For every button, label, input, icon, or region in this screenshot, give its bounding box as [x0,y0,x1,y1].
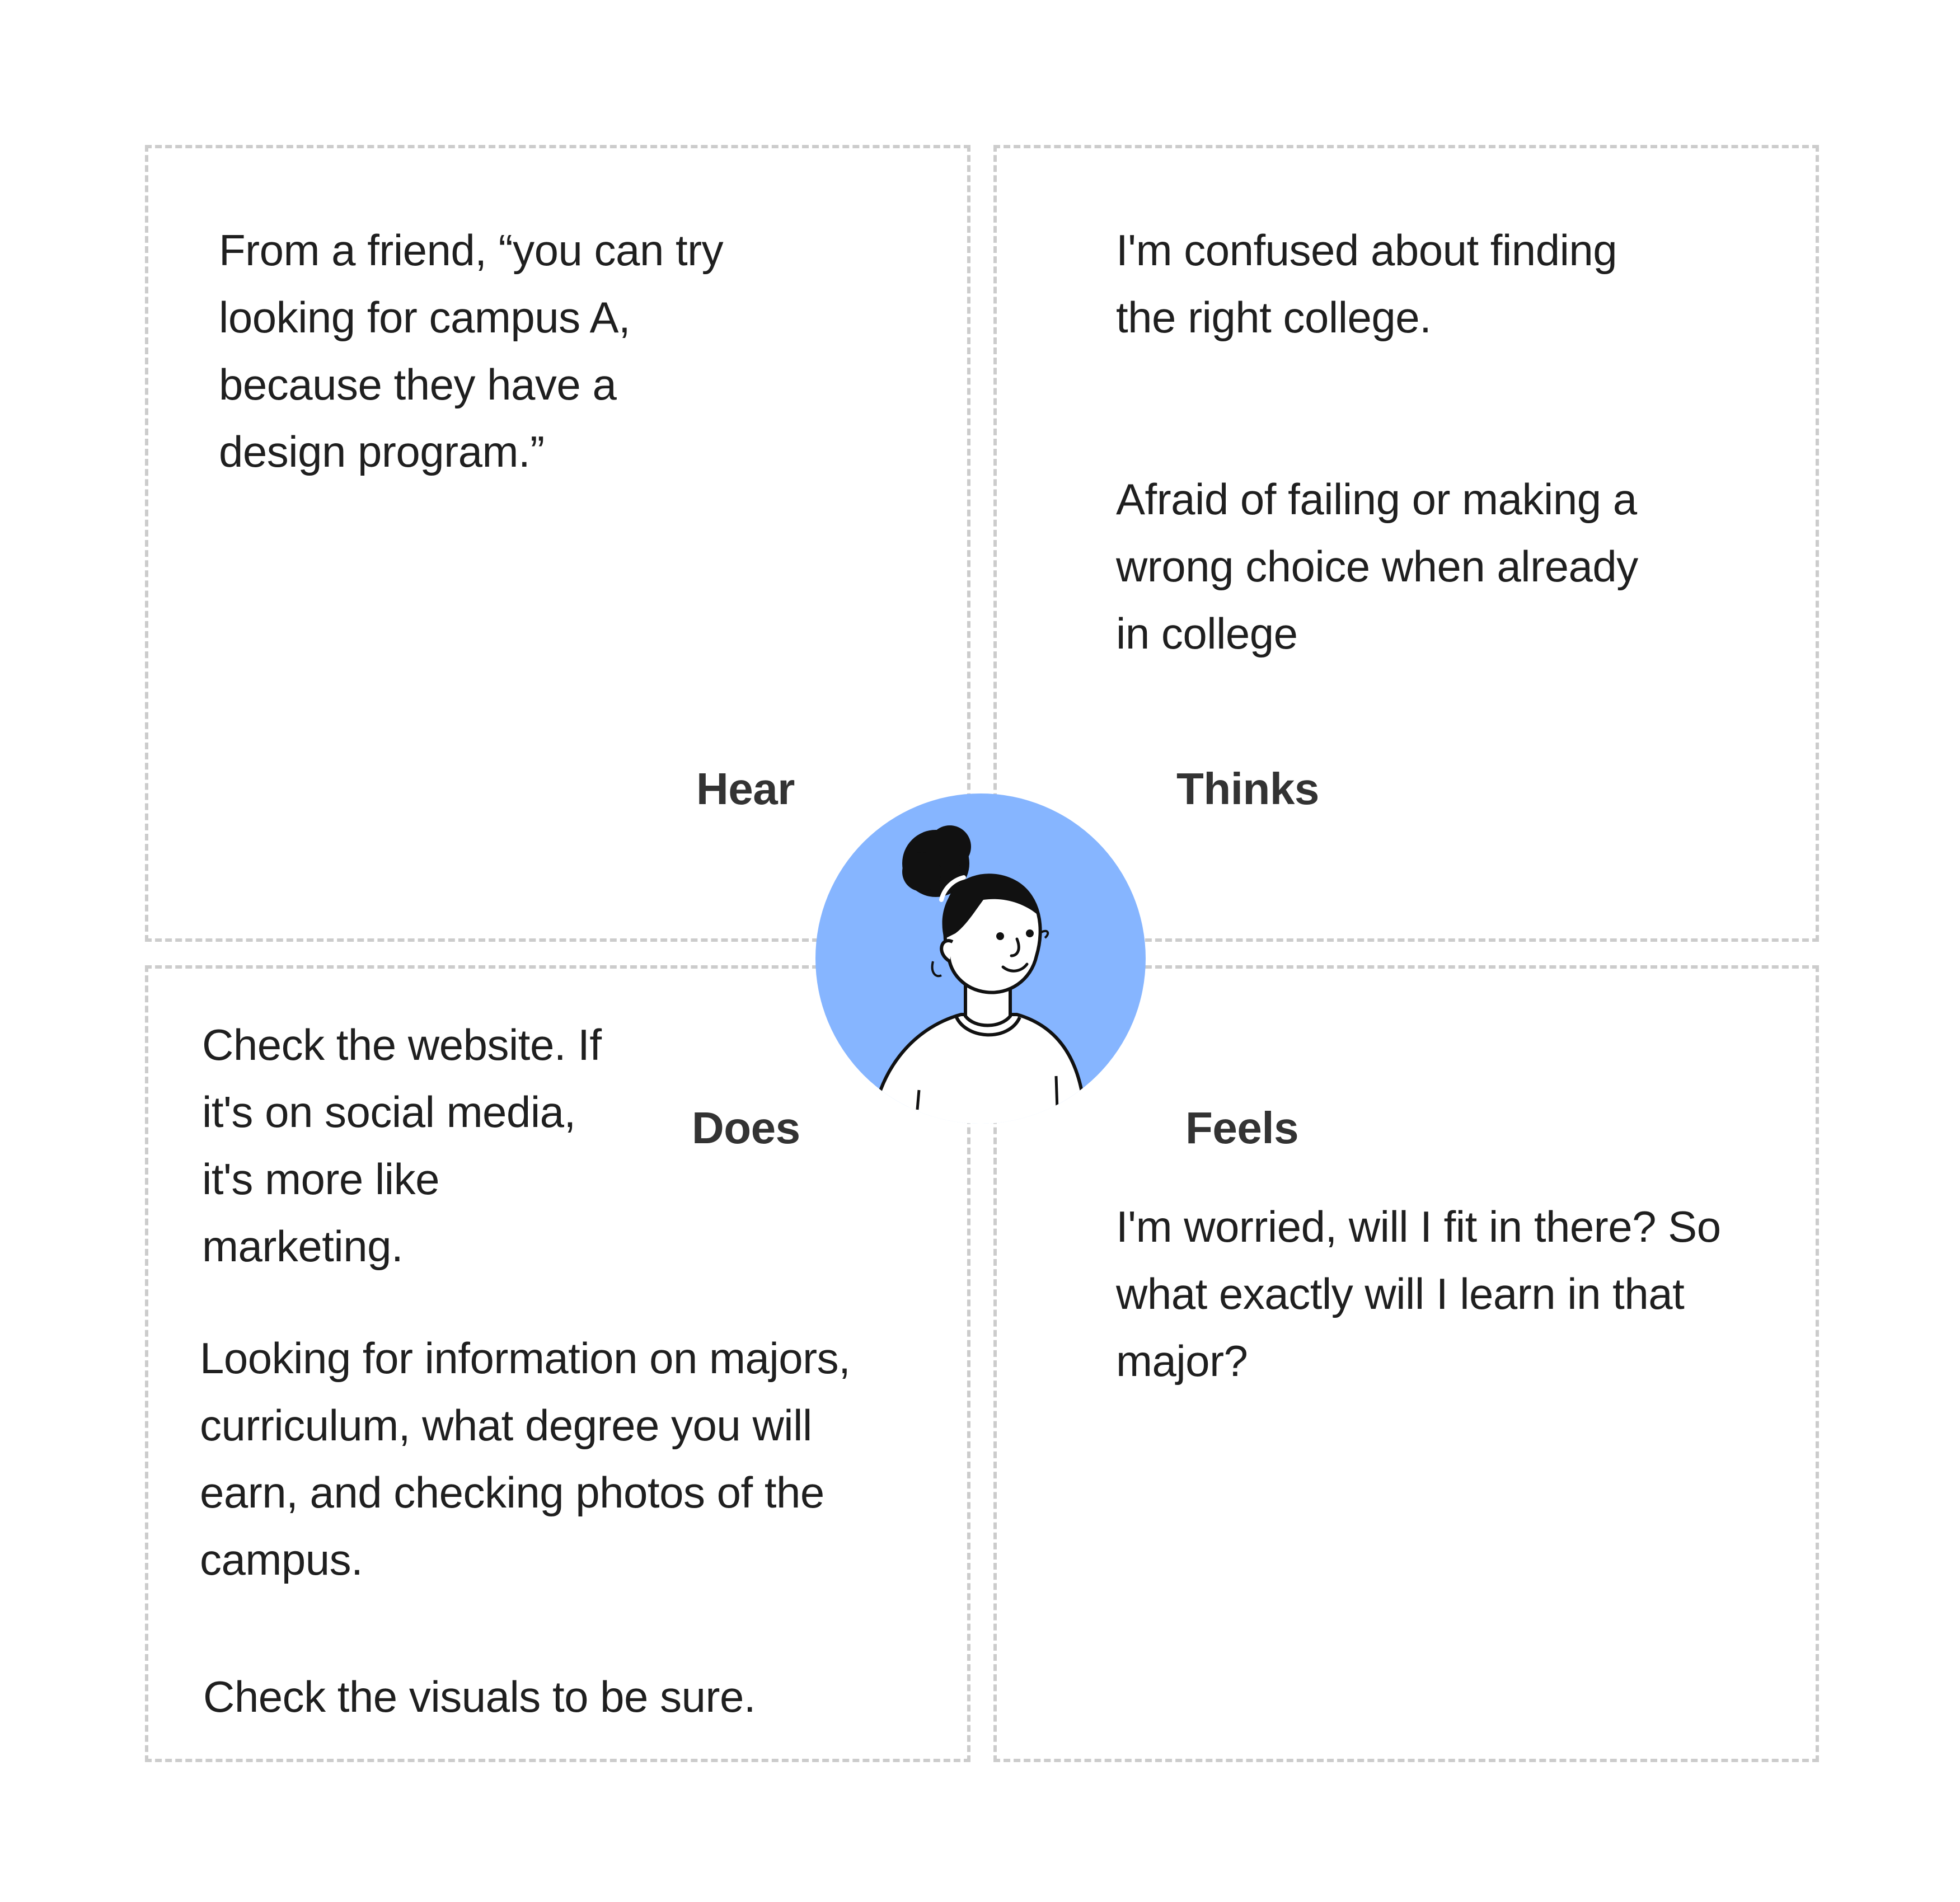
feels-note: I'm worried, will I fit in there? So wha… [1116,1202,1721,1386]
label-does: Does [692,1103,800,1153]
label-hear: Hear [696,764,795,814]
label-feels: Feels [1185,1103,1299,1153]
label-thinks: Thinks [1176,764,1319,814]
quadrant-feels [993,965,1819,1762]
persona-avatar-icon [815,793,1146,1124]
does-note-1: Check the website. If it's on social med… [202,1020,602,1271]
quadrant-hear [145,145,970,942]
quadrant-does [145,965,970,1762]
does-note-2: Looking for information on majors, curri… [200,1333,851,1584]
thinks-note-1: I'm confused about finding the right col… [1116,226,1617,342]
quadrant-thinks [993,145,1819,942]
does-note-3: Check the visuals to be sure. [203,1672,756,1721]
thinks-note-2: Afraid of failing or making a wrong choi… [1116,475,1638,658]
hear-note: From a friend, “you can try looking for … [219,226,724,476]
